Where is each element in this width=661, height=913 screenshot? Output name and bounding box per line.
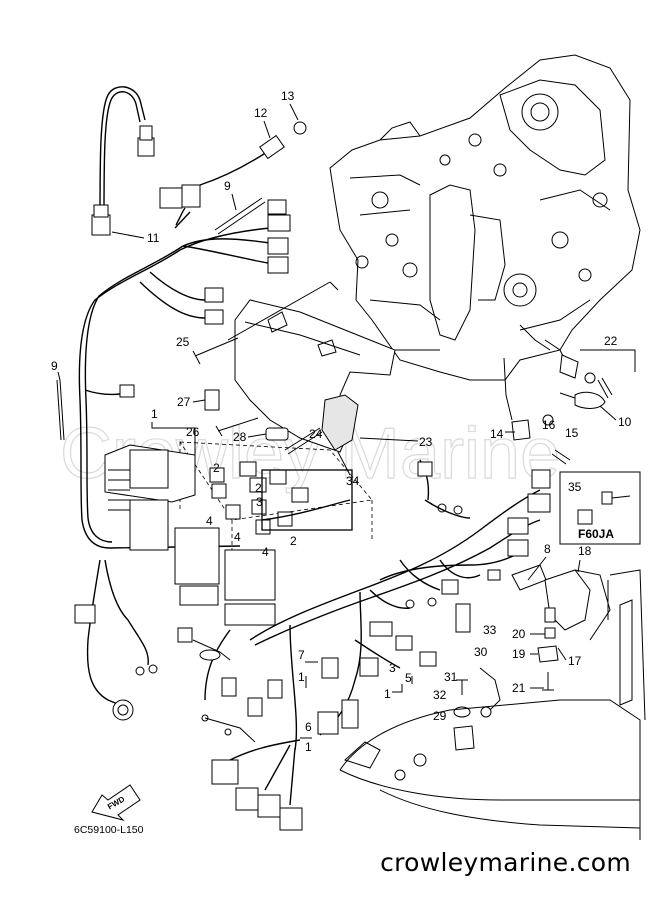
callout-27: 27 [177, 395, 191, 409]
callout-2b: 2 [255, 481, 262, 495]
callout-35: 35 [568, 480, 582, 494]
callout-4c: 4 [262, 545, 269, 559]
inset-label: F60JA [578, 527, 614, 541]
callout-9b: 9 [51, 359, 58, 373]
connectors-lower-cluster [201, 714, 303, 831]
callout-15: 15 [565, 426, 579, 440]
callout-2c: 2 [290, 534, 297, 548]
part-26 [215, 417, 259, 437]
switch-33 [455, 603, 471, 633]
callout-3: 3 [256, 495, 263, 509]
callout-26: 26 [186, 425, 200, 439]
tie-9 [214, 197, 263, 231]
connectors-right [405, 461, 551, 609]
diagram-code: 6C59100-L150 [74, 824, 144, 836]
callout-24: 24 [309, 427, 323, 441]
callout-numbers: 13 12 9 11 25 9 27 1 26 28 24 23 34 2 2 … [51, 89, 636, 836]
callout-25: 25 [176, 335, 190, 349]
bracket-cover-34 [234, 299, 396, 453]
tie-9b [59, 379, 65, 441]
callout-7: 7 [298, 648, 305, 662]
callout-1d: 1 [305, 740, 312, 754]
callout-3b: 3 [389, 661, 396, 675]
harness-blocks [104, 444, 353, 626]
engine-block [329, 54, 641, 381]
callout-17: 17 [568, 654, 582, 668]
callout-8: 8 [544, 542, 551, 556]
bolt-25 [192, 337, 239, 365]
connectors-upper [119, 199, 291, 398]
tie-24 [284, 427, 323, 455]
parts-right [503, 324, 613, 465]
callout-1b: 1 [384, 687, 391, 701]
callout-32: 32 [433, 688, 447, 702]
wiring-harness [78, 207, 541, 806]
inset-box: F60JA [559, 471, 641, 545]
callout-34: 34 [346, 474, 360, 488]
bottom-cowling [339, 569, 646, 840]
callout-9: 9 [224, 179, 231, 193]
fwd-arrow: FWD [91, 784, 141, 821]
part-28 [265, 427, 289, 441]
connectors-middle [317, 621, 437, 735]
callout-12: 12 [254, 106, 268, 120]
callout-14: 14 [490, 427, 504, 441]
callout-4b: 4 [234, 530, 241, 544]
callout-13: 13 [281, 89, 295, 103]
callout-6: 6 [305, 720, 312, 734]
callout-22: 22 [604, 334, 618, 348]
callout-31: 31 [444, 670, 458, 684]
callout-18: 18 [578, 544, 592, 558]
callout-1c: 1 [298, 670, 305, 684]
callout-4a: 4 [206, 514, 213, 528]
callout-29: 29 [433, 709, 447, 723]
footer-site[interactable]: crowleymarine.com [380, 848, 631, 877]
callout-10: 10 [618, 415, 632, 429]
clip-27 [204, 389, 220, 411]
callout-11: 11 [147, 231, 160, 245]
bracket-parts [511, 564, 611, 691]
callout-23: 23 [419, 435, 433, 449]
callout-16: 16 [542, 418, 556, 432]
callout-19: 19 [512, 647, 526, 661]
connectors-lower-left [74, 604, 283, 721]
callout-33: 33 [483, 623, 497, 637]
callout-28: 28 [233, 430, 247, 444]
callout-30: 30 [474, 645, 488, 659]
sensor-12 [159, 121, 307, 209]
callout-21: 21 [512, 681, 526, 695]
callout-2a: 2 [213, 461, 220, 475]
callout-5: 5 [405, 671, 412, 685]
wire-11 [99, 86, 146, 219]
callout-20: 20 [512, 627, 526, 641]
callout-1a: 1 [151, 407, 158, 421]
